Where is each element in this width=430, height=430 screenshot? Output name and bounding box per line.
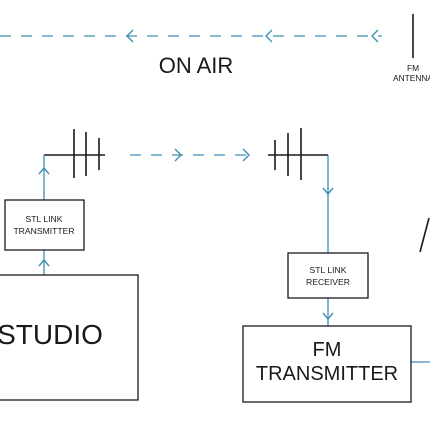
studio-label: STUDIO <box>0 319 103 350</box>
studio-box: STUDIO <box>0 274 139 401</box>
arrow-left-icon <box>126 29 134 43</box>
arrow-down-icon <box>322 312 334 321</box>
studio-to-stl-feed <box>38 250 50 275</box>
stl-link-receiver-box: STL LINK RECEIVER <box>287 252 369 299</box>
fm-transmitter-frame <box>242 325 412 403</box>
arrow-right-icon <box>242 148 250 162</box>
stl-transmitter-label-line1: STL LINK <box>26 214 63 224</box>
studio-frame <box>0 274 139 401</box>
stl-receive-antenna <box>268 128 328 180</box>
stl-transmitter-feed <box>38 155 50 200</box>
stl-transmitter-frame <box>4 199 85 251</box>
arrow-up-icon <box>38 166 50 175</box>
arrow-right-icon <box>174 148 182 162</box>
on-air-label: ON AIR <box>159 53 234 78</box>
fm-antenna-label-line1: FM <box>407 63 419 73</box>
fm-transmitter-label-line1: FM <box>313 339 342 361</box>
tower-mast-icon <box>419 217 430 253</box>
on-air-signal-path <box>0 29 382 43</box>
arrow-left-icon <box>371 29 379 43</box>
fm-transmitter-box: FM TRANSMITTER <box>242 325 412 403</box>
arrow-up-icon <box>38 258 50 267</box>
stl-receiver-feed <box>322 155 334 253</box>
stl-link-signal-path <box>130 148 252 162</box>
arrow-down-icon <box>322 187 334 196</box>
stl-transmit-antenna <box>44 129 105 178</box>
fm-antenna-label-line2: ANTENNA <box>393 73 430 83</box>
stl-receiver-label-line1: STL LINK <box>310 265 347 275</box>
fm-transmitter-label-line2: TRANSMITTER <box>256 363 398 385</box>
stl-receiver-frame <box>287 252 369 299</box>
receiver-to-transmitter-feed <box>322 298 334 326</box>
stl-link-transmitter-box: STL LINK TRANSMITTER <box>4 199 85 251</box>
arrow-left-icon <box>265 29 273 43</box>
stl-receiver-label-line2: RECEIVER <box>306 277 350 287</box>
stl-transmitter-label-line2: TRANSMITTER <box>13 226 74 236</box>
